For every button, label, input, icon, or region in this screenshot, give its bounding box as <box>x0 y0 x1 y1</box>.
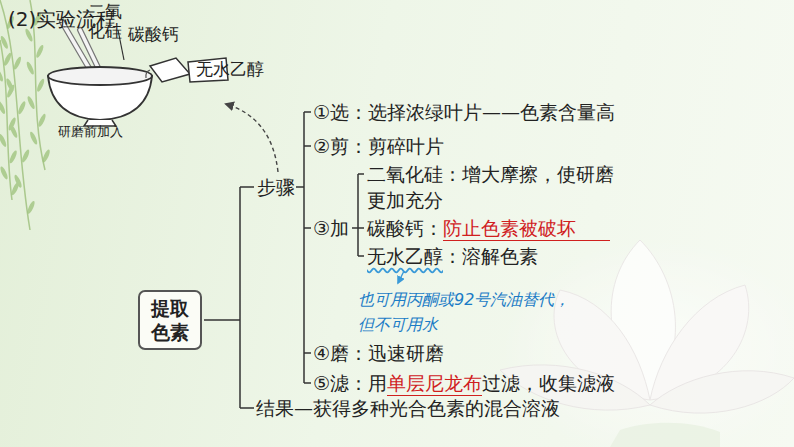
reagent-text: 二氧化硅：增大摩擦，使研磨 更加充分 <box>367 161 614 213</box>
willow-leaf <box>0 35 9 50</box>
reagent-label: 碳酸钙 <box>128 24 179 44</box>
willow-leaf <box>6 84 16 99</box>
highlight-text: 防止色素被破坏 <box>443 216 610 241</box>
highlight-text: 单层尼龙布 <box>387 371 482 396</box>
willow-leaf <box>13 56 23 71</box>
willow-leaf <box>7 117 17 132</box>
step-text: ⑤滤：用 <box>313 371 387 395</box>
willow-leaf <box>29 131 39 146</box>
willow-leaf <box>0 133 8 148</box>
willow-branches <box>0 0 45 230</box>
step-text: ④磨：迅速研磨 <box>313 341 444 365</box>
dashed-arrow <box>226 104 278 172</box>
willow-leaf <box>10 181 20 196</box>
step-text: ③加 <box>313 216 349 240</box>
willow-leaf <box>0 166 9 181</box>
willow-leaf <box>3 52 13 67</box>
willow-leaf <box>26 200 36 215</box>
reagent-label: 二氧 化硅 <box>88 1 122 41</box>
willow-leaf <box>26 95 36 110</box>
willow-leaf <box>21 149 31 164</box>
step-text: ①选：选择浓绿叶片——色素含量高 <box>313 100 615 124</box>
willow-leaf <box>37 113 47 128</box>
reagent-text: 碳酸钙： <box>367 216 443 240</box>
willow-leaf <box>0 100 6 115</box>
reagent-label: 无水乙醇 <box>196 59 264 79</box>
branch-label: 步骤 <box>257 175 295 199</box>
step-text: 过滤，收集滤液 <box>482 371 615 395</box>
willow-leaf <box>25 61 35 76</box>
willow-leaf <box>8 150 18 165</box>
step-text: ②剪：剪碎叶片 <box>313 134 444 158</box>
willow-leaves <box>0 12 51 215</box>
topic-box: 提取 色素 <box>138 290 202 350</box>
willow-leaf <box>36 78 46 93</box>
topic-text: 提取 色素 <box>151 296 189 344</box>
willow-leaf <box>0 68 4 83</box>
handwritten-note: 也可用丙酮或92号汽油替代， 但不可用水 <box>358 287 570 337</box>
willow-leaf <box>41 149 51 164</box>
caption-label: 研磨前加入 <box>58 124 123 140</box>
willow-leaf <box>35 44 45 59</box>
reagent-text: ：溶解色素 <box>443 244 538 268</box>
reagent-text: 无水乙醇 <box>367 244 443 268</box>
result-text: 结果—获得多种光合色素的混合溶液 <box>256 396 560 420</box>
willow-leaf <box>17 100 27 115</box>
note-arrow <box>398 271 404 283</box>
